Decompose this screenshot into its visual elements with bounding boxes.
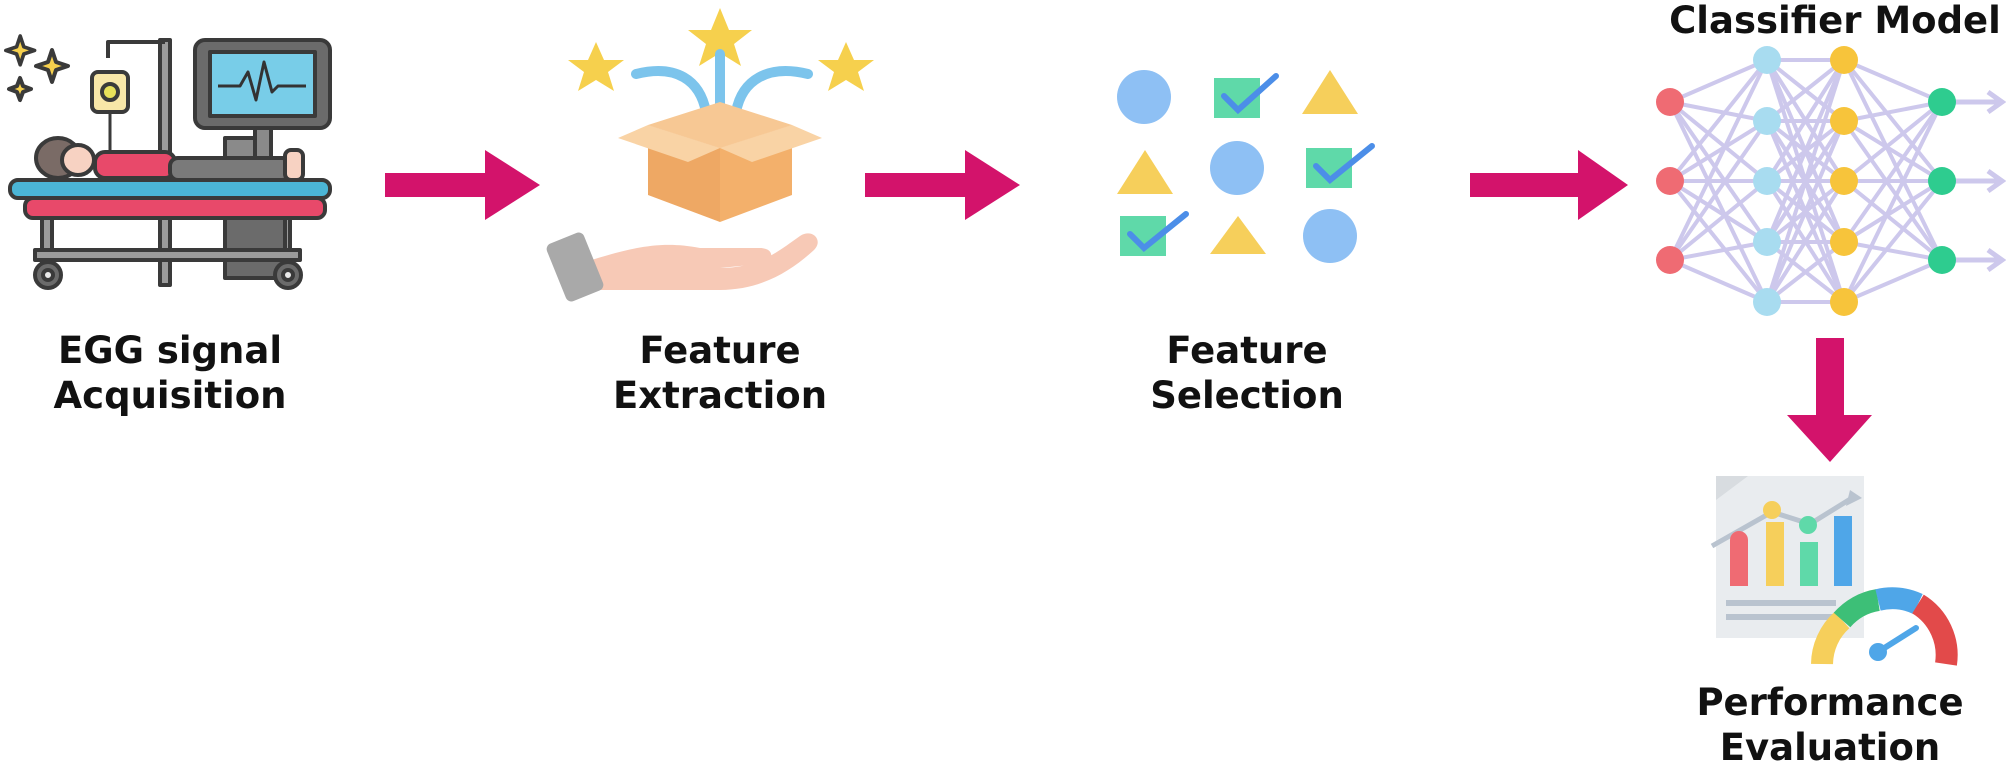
network-edge [1668, 100, 1769, 183]
network-node [1830, 167, 1858, 195]
step-label-line1: Feature [1166, 329, 1328, 372]
output-arrow-head [1986, 168, 2006, 194]
network-edge [1843, 240, 1943, 262]
network-edge [1669, 240, 1768, 262]
network-edge [1668, 179, 1769, 262]
step-label-acquisition: EGG signal Acquisition [54, 328, 287, 418]
network-node [1753, 167, 1781, 195]
arrow-extraction-to-selection [865, 150, 1020, 220]
check-square-icon [1120, 211, 1189, 256]
network-edge [1765, 120, 1846, 303]
network-edge [1765, 59, 1846, 243]
network-edge [1668, 59, 1769, 261]
output-arrow-head [1986, 247, 2006, 273]
neural-network-icon [1656, 46, 2006, 316]
step-label-line2: Evaluation [1719, 726, 1941, 769]
network-edge [1842, 101, 1944, 303]
network-node [1928, 246, 1956, 274]
arrow-selection-to-classifier [1470, 150, 1628, 220]
step-label-line2: Acquisition [53, 374, 287, 417]
network-edge [1669, 258, 1768, 304]
network-node [1928, 167, 1956, 195]
network-edge [1842, 179, 1944, 262]
step-label-line1: EGG signal [57, 329, 283, 372]
network-node [1656, 167, 1684, 195]
network-edge [1668, 119, 1769, 262]
network-edge [1843, 58, 1943, 104]
network-node [1830, 107, 1858, 135]
network-edge [1842, 100, 1944, 183]
network-node [1830, 288, 1858, 316]
network-edge [1668, 101, 1769, 303]
network-edge [1843, 100, 1943, 123]
network-edge [1668, 179, 1769, 244]
network-node [1928, 88, 1956, 116]
network-edge [1668, 179, 1769, 304]
shape-selection-grid-icon [1117, 70, 1375, 263]
patient-monitor-icon [4, 34, 332, 290]
step-label-line2: Selection [1150, 374, 1344, 417]
step-label-line2: Extraction [612, 374, 828, 417]
network-edge [1765, 58, 1846, 123]
arrow-acquisition-to-extraction [385, 150, 540, 220]
network-edge [1842, 119, 1944, 183]
open-box-hand-icon [546, 8, 874, 302]
network-edge [1765, 240, 1846, 304]
check-square-icon [1306, 143, 1375, 188]
network-edge [1842, 59, 1944, 261]
network-node [1656, 246, 1684, 274]
network-edge [1842, 179, 1944, 304]
network-node [1753, 107, 1781, 135]
network-node [1753, 288, 1781, 316]
network-edge [1842, 58, 1944, 183]
output-arrow-head [1986, 89, 2006, 115]
network-edge [1843, 258, 1943, 304]
classifier-title-text: Classifier Model [1669, 0, 2001, 42]
check-square-icon [1214, 73, 1279, 118]
step-label-selection: Feature Selection [1150, 328, 1344, 418]
network-edge [1668, 58, 1769, 183]
network-node [1753, 228, 1781, 256]
network-edge [1668, 100, 1769, 244]
step-label-line1: Performance [1696, 681, 1964, 724]
network-edge [1842, 179, 1944, 244]
network-edge [1842, 119, 1944, 262]
network-node [1830, 228, 1858, 256]
network-edge [1669, 58, 1768, 104]
network-edge [1842, 100, 1944, 244]
network-node [1656, 88, 1684, 116]
arrow-classifier-to-evaluation [1787, 338, 1872, 462]
network-node [1753, 46, 1781, 74]
network-edge [1669, 100, 1768, 123]
report-gauge-icon [1710, 476, 1958, 666]
step-label-line1: Feature [639, 329, 801, 372]
network-node [1830, 46, 1858, 74]
network-edge [1765, 179, 1846, 304]
step-label-evaluation: Performance Evaluation [1696, 680, 1963, 770]
step-label-extraction: Feature Extraction [613, 328, 827, 418]
network-edge [1765, 59, 1846, 303]
network-edge [1765, 58, 1846, 183]
classifier-model-title: Classifier Model [1669, 0, 2001, 43]
network-edge [1668, 119, 1769, 183]
